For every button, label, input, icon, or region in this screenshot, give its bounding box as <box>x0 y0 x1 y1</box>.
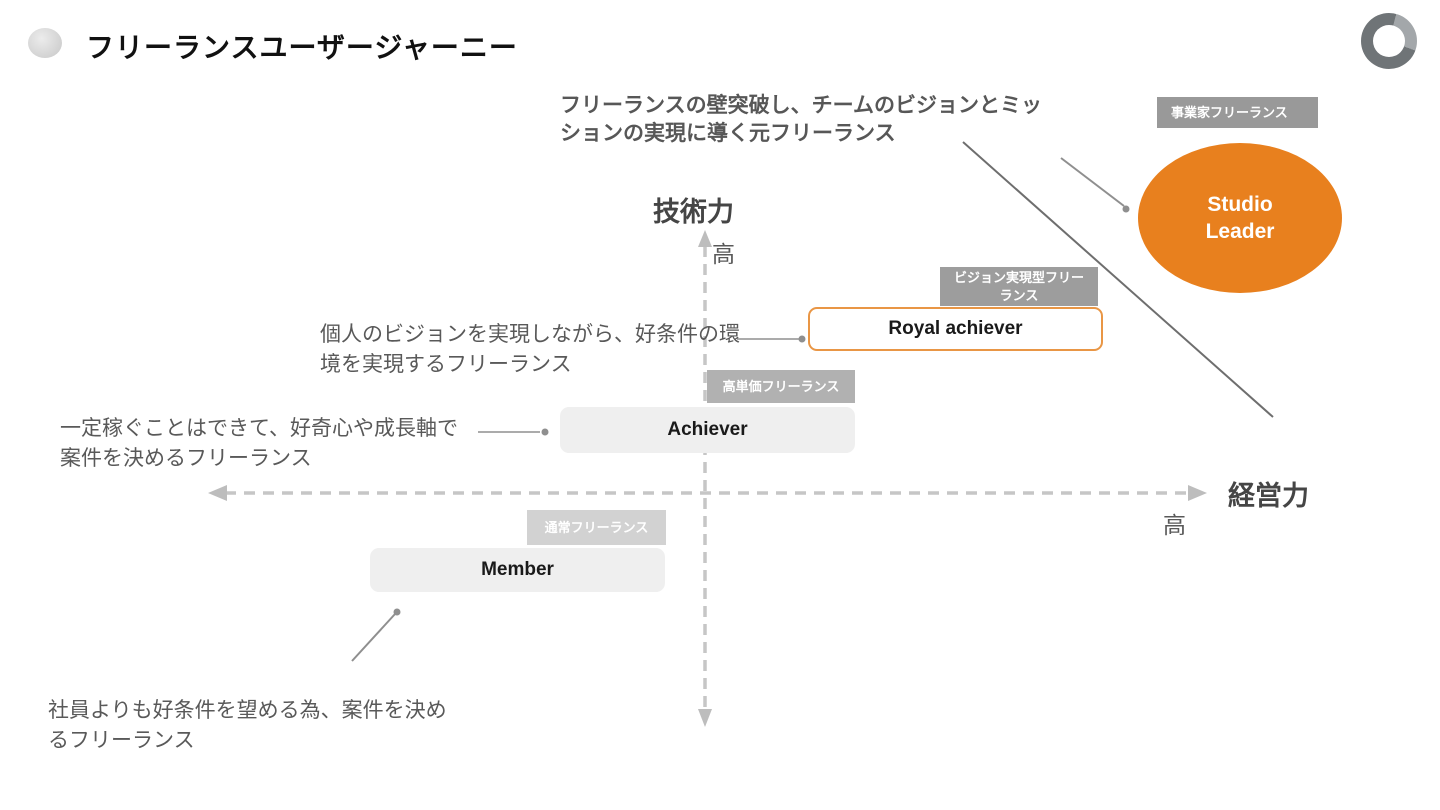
y-axis-arrow-up-icon <box>698 230 712 247</box>
achiever-callout-dot <box>541 428 549 436</box>
stage-badge-royal-achiever: ビジョン実現型フリーランス <box>940 267 1098 306</box>
stage-badge-achiever: 高単価フリーランス <box>707 370 855 403</box>
member-callout-line <box>351 613 396 662</box>
royal-callout-dot <box>798 335 806 343</box>
stage-badge-studio-leader: 事業家フリーランス <box>1157 97 1318 128</box>
stage-badge-member: 通常フリーランス <box>527 510 666 545</box>
page-title: フリーランスユーザージャーニー <box>86 32 518 63</box>
company-logo-icon <box>1361 13 1417 69</box>
note-achiever: 一定稼ぐことはできて、好奇心や成長軸で案件を決めるフリーランス <box>60 417 458 471</box>
x-axis-arrow-left-icon <box>208 485 227 501</box>
y-axis-label: 技術力 <box>653 197 734 227</box>
stage-label-studio-leader: Studio Leader <box>1205 192 1275 243</box>
stage-box-royal-achiever: Royal achiever <box>808 307 1103 351</box>
studio-callout-line <box>1060 157 1125 207</box>
note-studio-leader: フリーランスの壁突破し、チームのビジョンとミッションの実現に導く元フリーランス <box>560 94 1042 146</box>
x-axis-label: 経営力 <box>1228 481 1309 511</box>
x-axis-high-label: 高 <box>1163 512 1186 538</box>
studio-callout-dot <box>1122 205 1130 213</box>
member-callout-dot <box>393 608 401 616</box>
stage-ellipse-studio-leader: Studio Leader <box>1138 143 1342 293</box>
note-member: 社員よりも好条件を望める為、案件を決めるフリーランス <box>48 699 447 753</box>
title-bullet-icon <box>28 28 62 58</box>
y-axis-high-label: 高 <box>712 241 735 267</box>
stage-box-achiever: Achiever <box>560 407 855 453</box>
stage-box-member: Member <box>370 548 665 592</box>
y-axis-arrow-down-icon <box>698 709 712 727</box>
note-royal-achiever: 個人のビジョンを実現しながら、好条件の環境を実現するフリーランス <box>320 323 740 377</box>
x-axis-arrow-right-icon <box>1188 485 1207 501</box>
diagonal-separator-line <box>962 141 1274 418</box>
